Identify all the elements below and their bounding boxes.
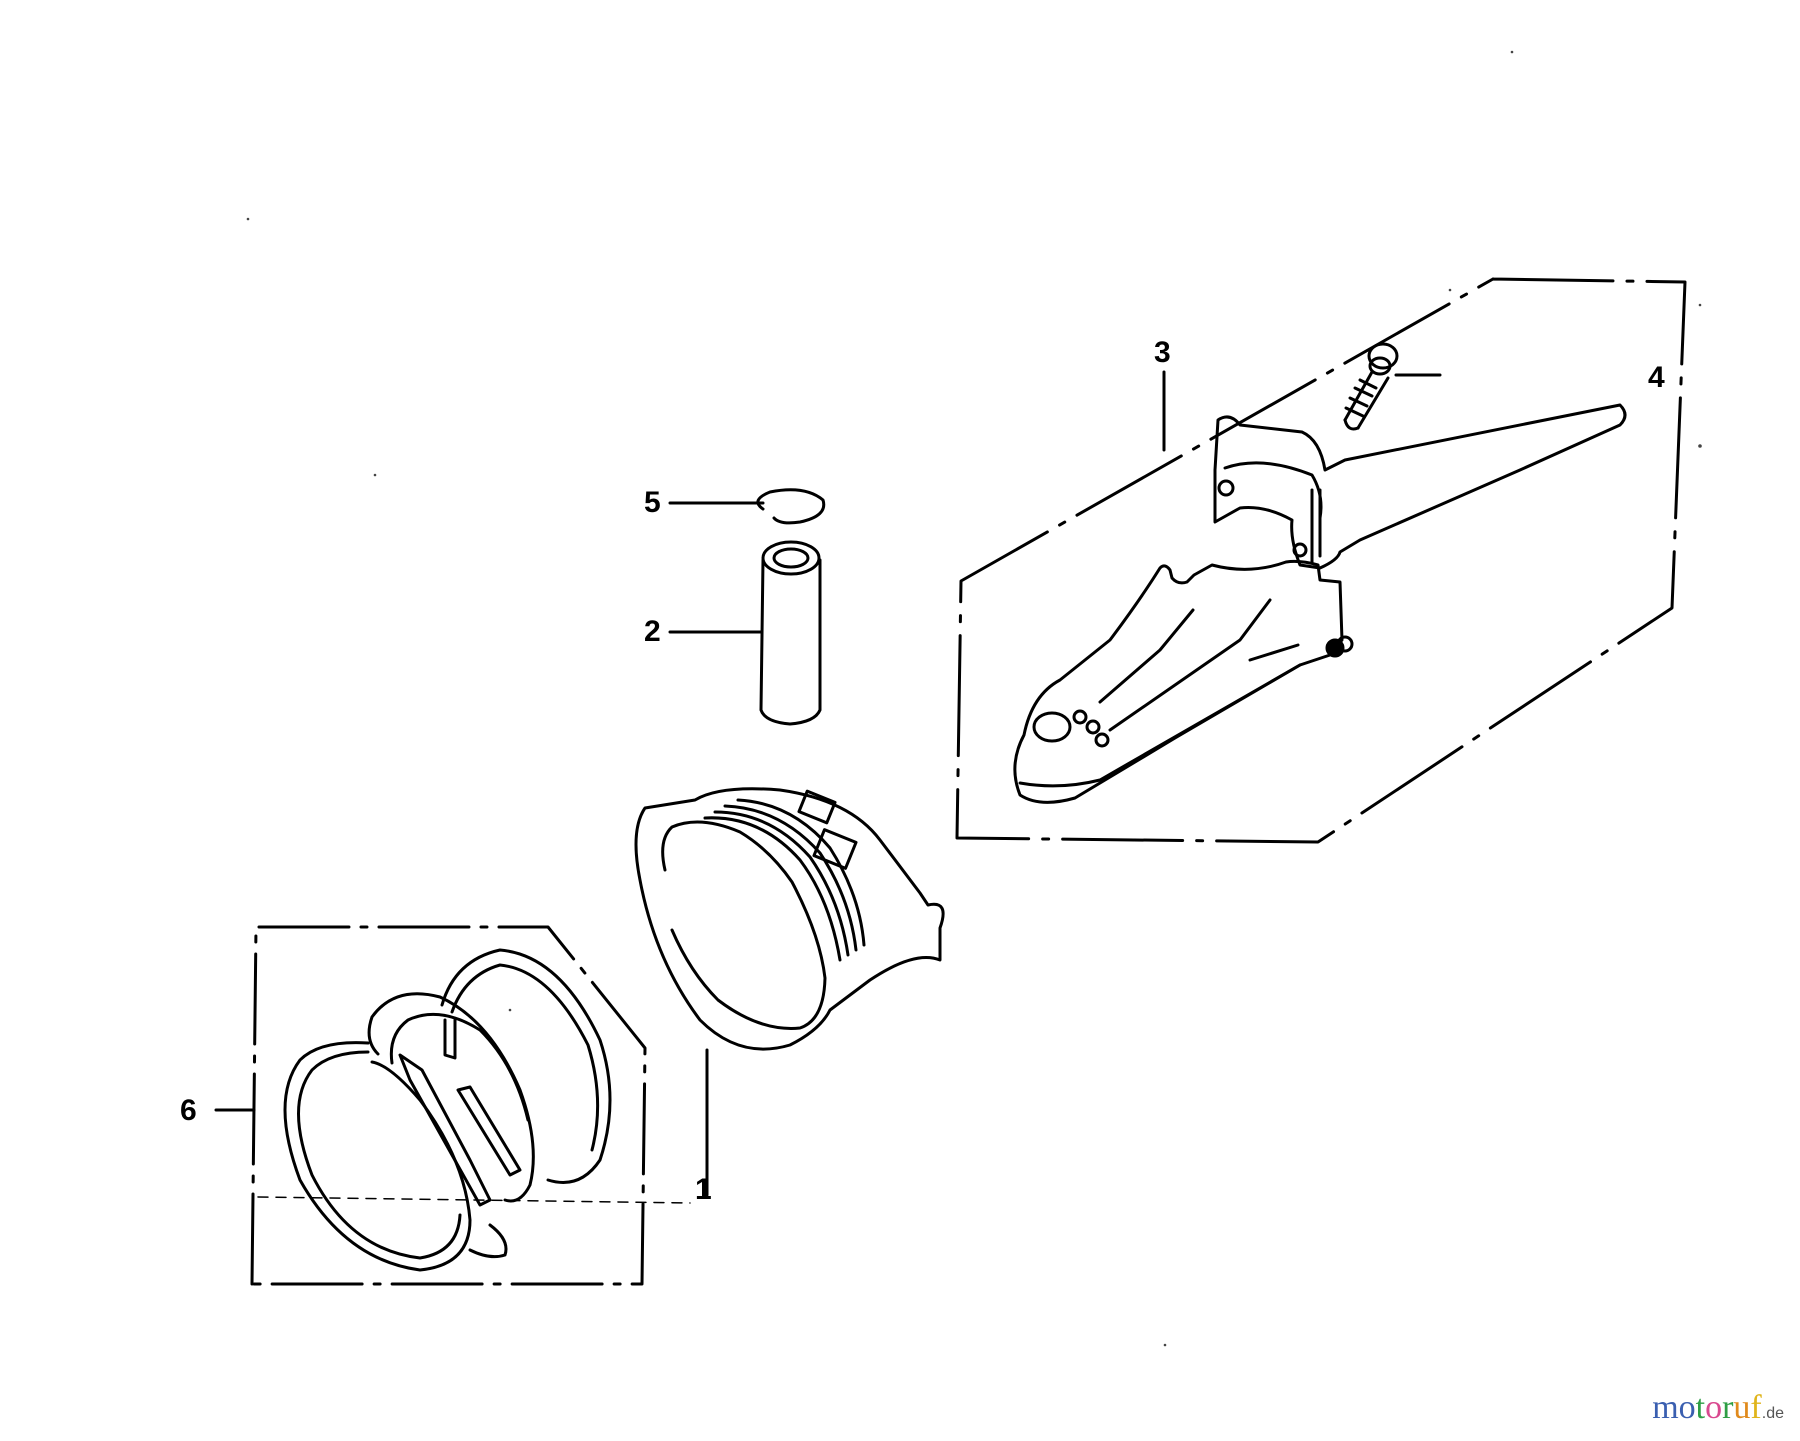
scan-noise — [246, 50, 1702, 1347]
callout-5: 5 — [644, 486, 661, 519]
watermark-letter: t — [1695, 1389, 1706, 1426]
callout-1: 1 — [695, 1173, 712, 1206]
watermark-letter: o — [1705, 1389, 1723, 1426]
center-line — [257, 1196, 691, 1204]
callout-3: 3 — [1154, 336, 1171, 369]
piston-rings — [283, 948, 612, 1272]
piston-pin — [668, 540, 822, 726]
callout-2: 2 — [644, 615, 661, 648]
callout-6: 6 — [180, 1094, 197, 1127]
callout-4: 4 — [1648, 361, 1665, 394]
conrod-bolt — [1343, 342, 1442, 431]
watermark-letter: r — [1722, 1389, 1734, 1426]
watermark-tld: .de — [1761, 1405, 1784, 1422]
conrod-cap — [1213, 403, 1627, 570]
watermark-letter: o — [1678, 1389, 1696, 1426]
piston-pin-clip — [668, 488, 826, 525]
conrod-set-boundary — [955, 277, 1687, 844]
watermark-letter: m — [1652, 1389, 1679, 1426]
connecting-rod — [1013, 559, 1354, 804]
watermark-logo: motoruf.de — [1652, 1389, 1784, 1427]
watermark-letter: f — [1750, 1389, 1762, 1426]
ring-set-boundary — [214, 925, 647, 1286]
watermark-letter: u — [1733, 1389, 1751, 1426]
piston — [634, 787, 945, 1197]
